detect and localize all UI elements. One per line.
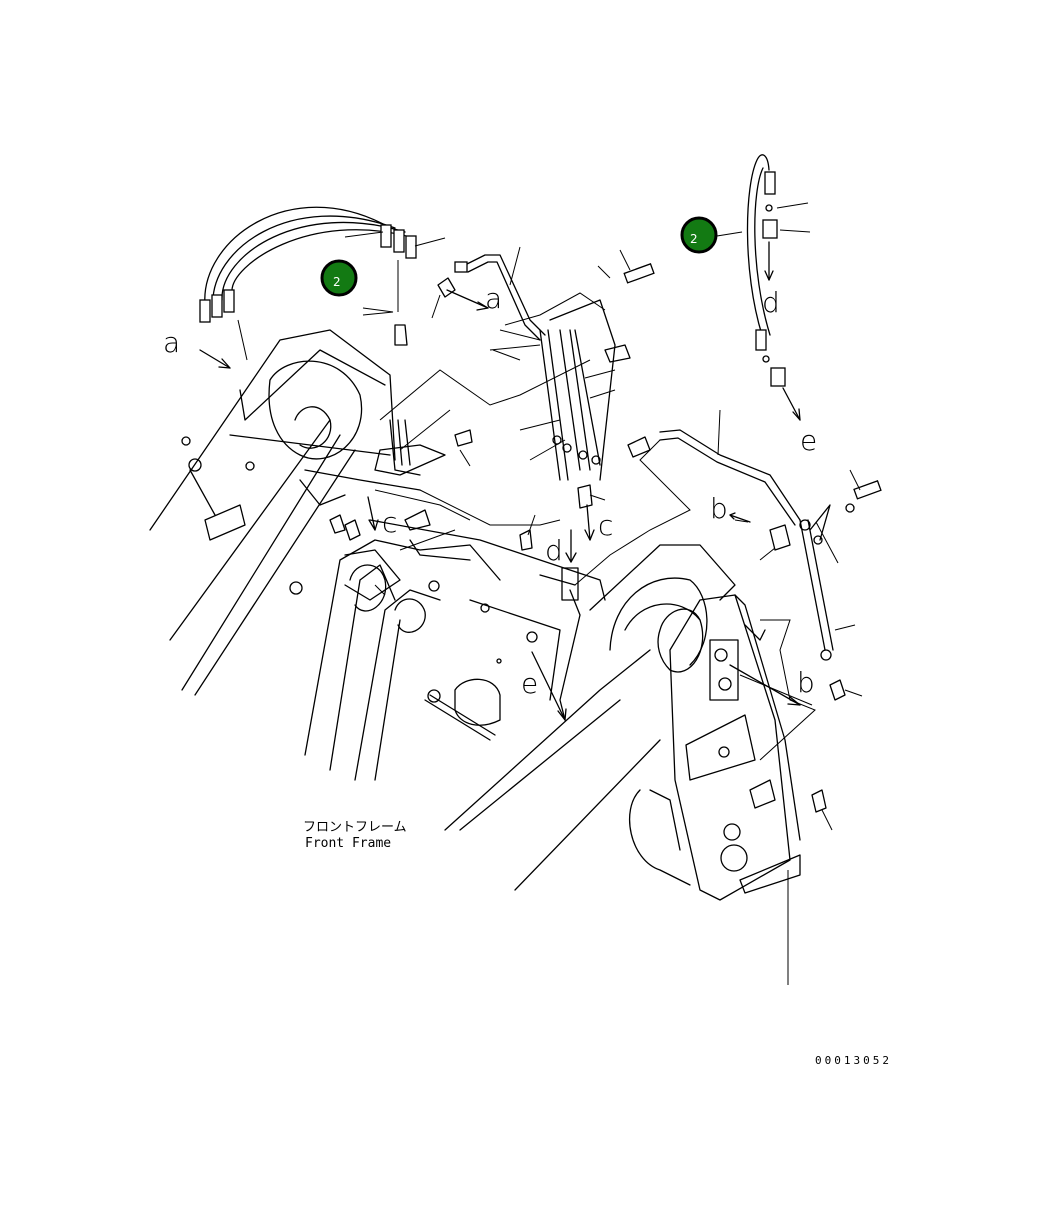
front-frame-right bbox=[589, 544, 801, 901]
view-letter-a-right: a bbox=[485, 282, 502, 315]
view-letter-b-upper: b bbox=[710, 492, 728, 525]
view-letter-b-lower: b bbox=[797, 666, 815, 699]
caption-english: Front Frame bbox=[305, 836, 391, 851]
tube-assembly-right bbox=[627, 409, 882, 985]
view-letter-a-left: a bbox=[163, 326, 180, 359]
arrows bbox=[199, 241, 801, 721]
front-frame-left bbox=[149, 329, 421, 696]
view-letter-c-right: c bbox=[598, 509, 613, 542]
view-letter-e-center: e bbox=[521, 667, 538, 700]
part-badge-left[interactable]: 2 bbox=[320, 259, 358, 297]
hose-bundle-left bbox=[199, 206, 446, 361]
part-badge-right-label: 2 bbox=[690, 232, 698, 246]
view-letters: a a b b c c d d e e bbox=[163, 282, 817, 700]
view-letter-e-right: e bbox=[800, 424, 817, 457]
drawing-number: 00013052 bbox=[815, 1054, 892, 1067]
view-letter-d-center: d bbox=[545, 534, 563, 567]
part-badge-right[interactable]: 2 bbox=[680, 216, 718, 254]
hose-upper-right bbox=[716, 154, 811, 387]
view-letter-c-left: c bbox=[382, 506, 397, 539]
leader-lines bbox=[374, 246, 691, 586]
tube-assembly-center bbox=[329, 254, 655, 601]
view-letter-d-right: d bbox=[762, 286, 780, 319]
part-badge-left-label: 2 bbox=[333, 275, 341, 289]
caption-japanese: フロントフレーム bbox=[303, 820, 407, 835]
front-frame-center bbox=[304, 519, 661, 891]
